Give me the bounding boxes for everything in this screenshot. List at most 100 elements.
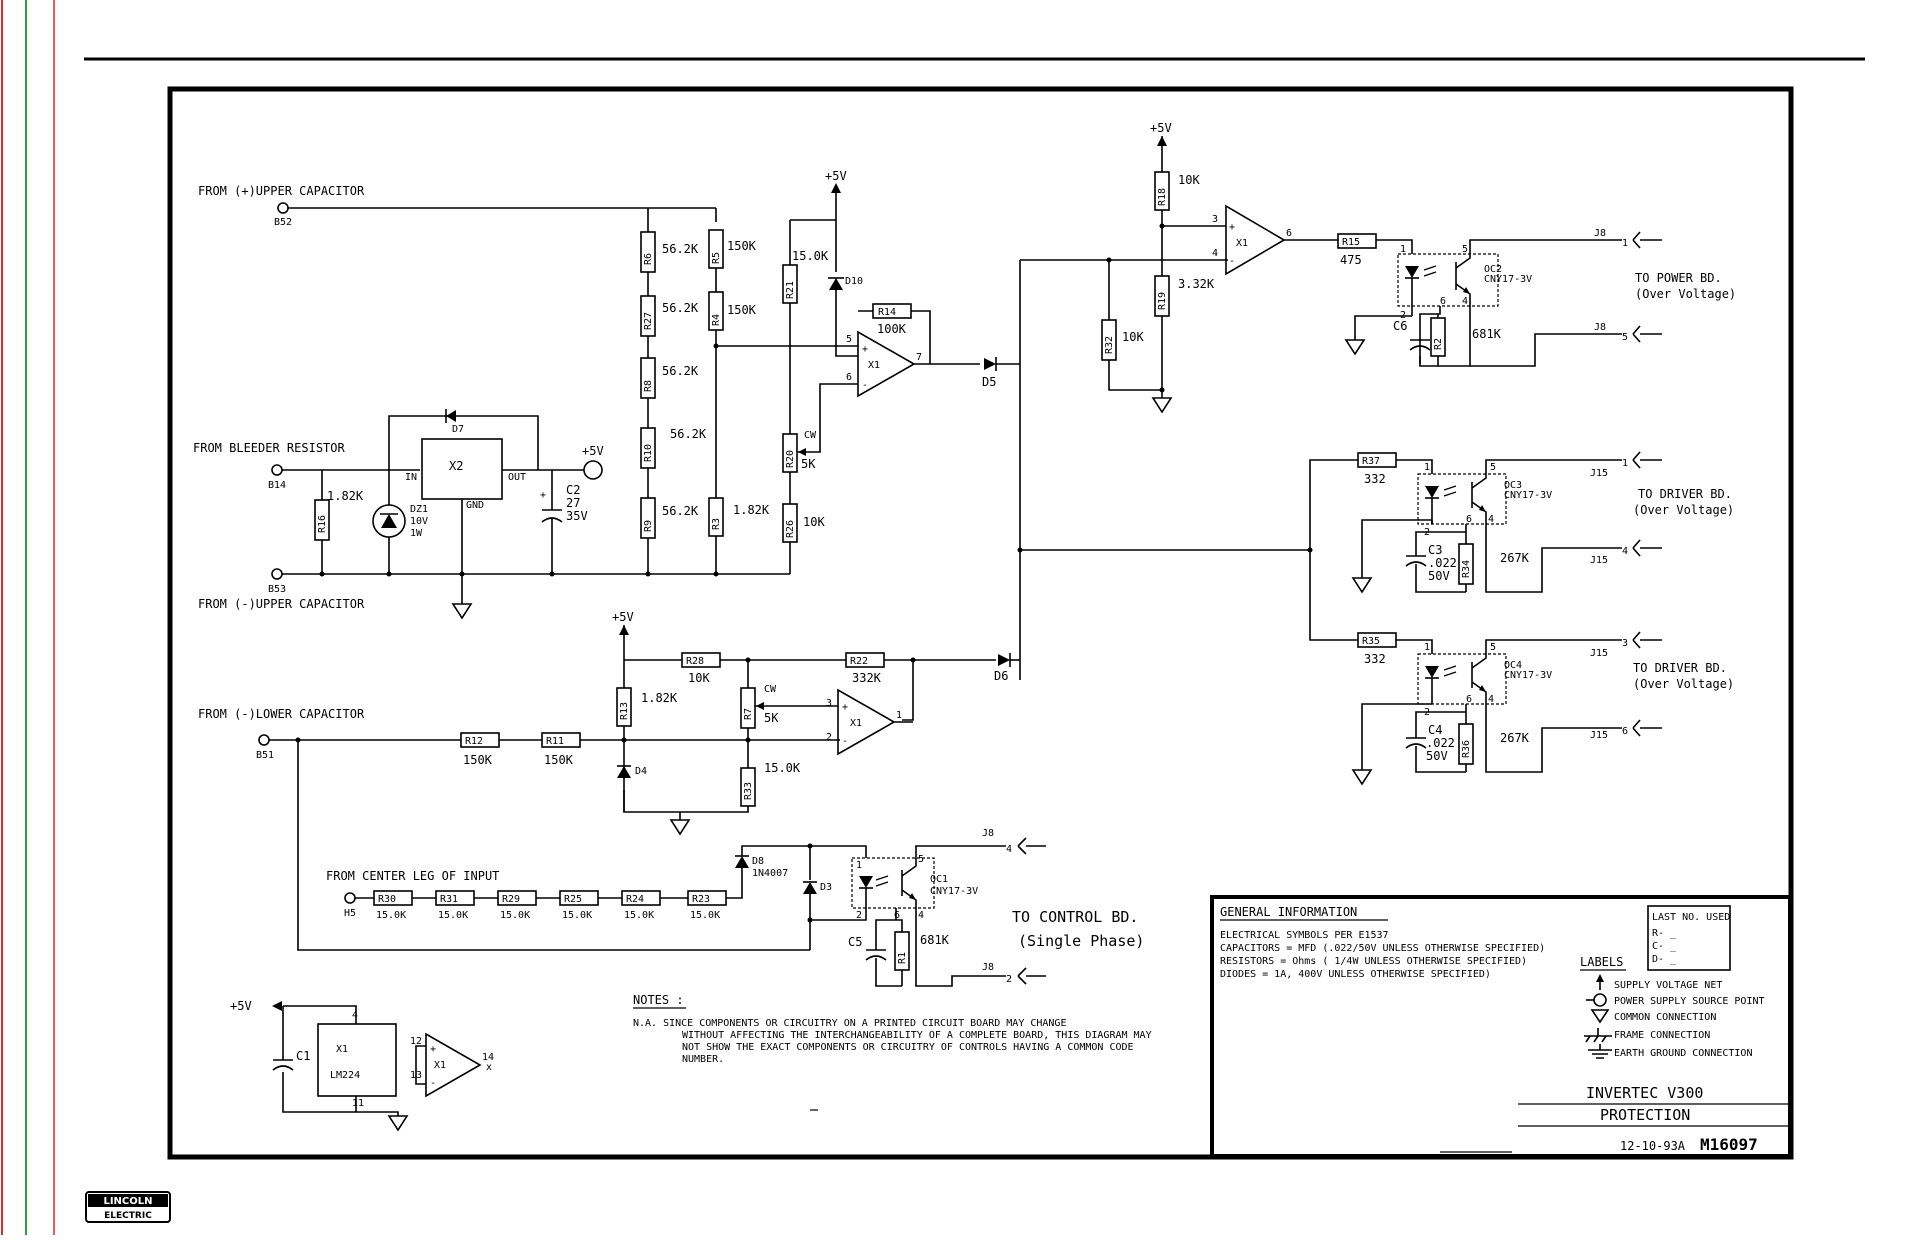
svg-text:+: + bbox=[1229, 222, 1235, 233]
r26-value: 10K bbox=[803, 515, 825, 529]
r7-value: 5K bbox=[764, 711, 779, 725]
c3-value: .022 bbox=[1428, 556, 1457, 570]
r35-value: 332 bbox=[1364, 652, 1386, 666]
svg-text:4: 4 bbox=[352, 1010, 358, 1021]
logo-top: LINCOLN bbox=[103, 1196, 152, 1207]
svg-text:11: 11 bbox=[352, 1098, 364, 1109]
r24-label: R24 bbox=[626, 894, 644, 905]
d6-label: D6 bbox=[994, 669, 1008, 683]
r1-label: R1 bbox=[897, 952, 908, 964]
j15-c-label: J15 bbox=[1590, 648, 1608, 659]
notes-line-1: N.A. SINCE COMPONENTS OR CIRCUITRY ON A … bbox=[633, 1018, 1066, 1029]
r20-value: 5K bbox=[801, 457, 816, 471]
j8-oc1-top: J8 bbox=[982, 828, 994, 839]
r15-label: R15 bbox=[1342, 237, 1360, 248]
r36-label: R36 bbox=[1461, 740, 1472, 758]
r14-value: 100K bbox=[877, 322, 907, 336]
r13-label: R13 bbox=[619, 702, 630, 720]
r37-label: R37 bbox=[1362, 456, 1380, 467]
label-over-voltage-a: (Over Voltage) bbox=[1635, 287, 1736, 301]
svg-text:-: - bbox=[1229, 256, 1235, 267]
svg-text:6: 6 bbox=[894, 910, 900, 921]
r30-label: R30 bbox=[378, 894, 396, 905]
notes-line-4: NUMBER. bbox=[682, 1054, 724, 1065]
oc2-label: OC2 bbox=[1484, 264, 1502, 275]
r21-label: R21 bbox=[785, 281, 796, 299]
logo-bottom: ELECTRIC bbox=[104, 1211, 152, 1221]
r34-value: 267K bbox=[1500, 551, 1530, 565]
info-line-1: ELECTRICAL SYMBOLS PER E1537 bbox=[1220, 930, 1389, 941]
r27-label: R27 bbox=[643, 312, 654, 330]
j8-top-label: J8 bbox=[1594, 228, 1606, 239]
info-title: GENERAL INFORMATION bbox=[1220, 905, 1357, 919]
r30-value: 15.0K bbox=[376, 910, 406, 921]
r3-label: R3 bbox=[711, 518, 722, 530]
r6-label: R6 bbox=[643, 253, 654, 265]
svg-text:14: 14 bbox=[482, 1052, 494, 1063]
dz1-value: 10V bbox=[410, 516, 428, 527]
title-subject: PROTECTION bbox=[1600, 1106, 1690, 1124]
d10-label: D10 bbox=[845, 276, 863, 287]
c1-label: C1 bbox=[296, 1049, 310, 1063]
r11-label: R11 bbox=[546, 736, 564, 747]
r32-value: 10K bbox=[1122, 330, 1144, 344]
svg-text:1: 1 bbox=[1424, 462, 1430, 473]
r24-value: 15.0K bbox=[624, 910, 654, 921]
c4-voltage: 50V bbox=[1426, 749, 1448, 763]
j8-mid-label: J8 bbox=[1594, 322, 1606, 333]
title-product: INVERTEC V300 bbox=[1586, 1084, 1703, 1102]
svg-text:1: 1 bbox=[856, 860, 862, 871]
r22-label: R22 bbox=[850, 656, 868, 667]
r9-value: 56.2K bbox=[662, 504, 699, 518]
svg-text:5: 5 bbox=[1462, 244, 1468, 255]
r11-value: 150K bbox=[544, 753, 574, 767]
svg-text:6: 6 bbox=[1440, 296, 1446, 307]
c3-voltage: 50V bbox=[1428, 569, 1450, 583]
last-no-r: R- _ bbox=[1652, 928, 1677, 939]
r10-value: 56.2K bbox=[670, 427, 707, 441]
x2-in: IN bbox=[405, 472, 417, 483]
r4-value: 150K bbox=[727, 303, 757, 317]
r5-label: R5 bbox=[711, 252, 722, 264]
svg-text:12: 12 bbox=[410, 1036, 422, 1047]
r27-value: 56.2K bbox=[662, 301, 699, 315]
svg-text:4: 4 bbox=[918, 910, 924, 921]
r23-label: R23 bbox=[692, 894, 710, 905]
j15-b-label: J15 bbox=[1590, 555, 1608, 566]
info-block-frame bbox=[1210, 895, 1792, 1158]
d4-label: D4 bbox=[635, 766, 647, 777]
d7-label: D7 bbox=[452, 424, 464, 435]
title-drawing-no: M16097 bbox=[1700, 1135, 1758, 1154]
svg-text:3: 3 bbox=[826, 698, 832, 709]
r25-label: R25 bbox=[564, 894, 582, 905]
legend-earth-ground: EARTH GROUND CONNECTION bbox=[1614, 1048, 1752, 1059]
x1-mid-label: X1 bbox=[850, 718, 862, 729]
c6-label: C6 bbox=[1393, 319, 1407, 333]
svg-text:6: 6 bbox=[1286, 228, 1292, 239]
c3-label: C3 bbox=[1428, 543, 1442, 557]
r25-value: 15.0K bbox=[562, 910, 592, 921]
svg-text:1: 1 bbox=[1424, 642, 1430, 653]
c2-value: 27 bbox=[566, 496, 580, 510]
last-no-d: D- _ bbox=[1652, 954, 1677, 965]
r12-value: 150K bbox=[463, 753, 493, 767]
r3-value: 1.82K bbox=[733, 503, 770, 517]
r19-value: 3.32K bbox=[1178, 277, 1215, 291]
oc3-type: CNY17-3V bbox=[1504, 490, 1552, 501]
label-b51: B51 bbox=[256, 750, 274, 761]
label-h5: H5 bbox=[344, 908, 356, 919]
info-line-3: RESISTORS = Ohms ( 1/4W UNLESS OTHERWISE… bbox=[1220, 956, 1527, 967]
oc2-type: CNY17-3V bbox=[1484, 274, 1532, 285]
label-plus5v-d: +5V bbox=[612, 610, 634, 624]
c4-label: C4 bbox=[1428, 723, 1442, 737]
j15-pin-3: 3 bbox=[1622, 638, 1628, 649]
r13-value: 1.82K bbox=[641, 691, 678, 705]
svg-text:6: 6 bbox=[1466, 514, 1472, 525]
d8-value: 1N4007 bbox=[752, 868, 788, 879]
dz1-label: DZ1 bbox=[410, 504, 428, 515]
j8-pin-5: 5 bbox=[1622, 332, 1628, 343]
oc4-label: OC4 bbox=[1504, 660, 1522, 671]
r19-label: R19 bbox=[1157, 292, 1168, 310]
r28-value: 10K bbox=[688, 671, 710, 685]
lincoln-electric-logo: LINCOLN ELECTRIC bbox=[85, 1191, 171, 1223]
